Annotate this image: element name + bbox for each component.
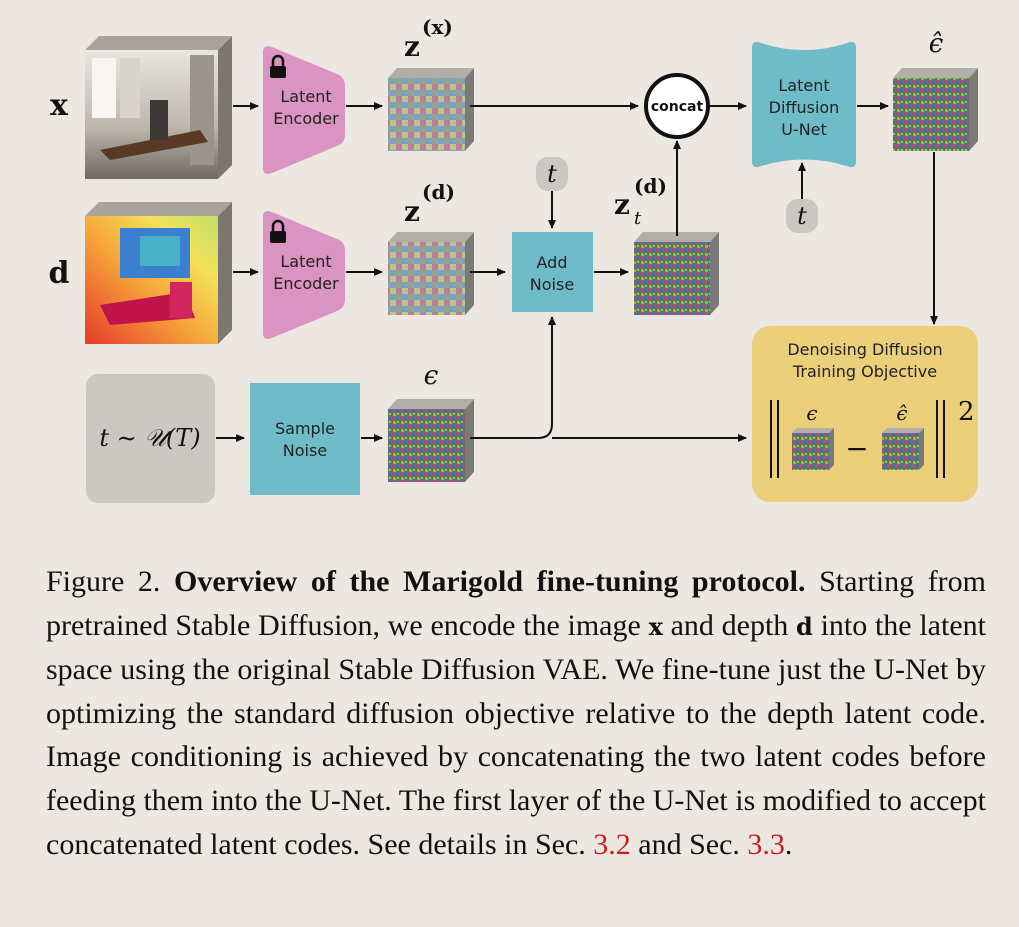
caption-d-symbol: d xyxy=(796,611,813,641)
t-badge-unet: t xyxy=(786,199,818,233)
latent-diffusion-unet: Latent Diffusion U-Net xyxy=(752,41,856,168)
svg-text:(d): (d) xyxy=(634,174,667,198)
caption-title: Overview of the Marigold fine-tuning pro… xyxy=(174,565,806,598)
lock-icon xyxy=(270,219,286,243)
latent-encoder-d: Latent Encoder xyxy=(263,211,345,339)
unet-label-2: Diffusion xyxy=(769,98,840,117)
caption-text-5: . xyxy=(784,827,793,861)
label-zd: z (d) xyxy=(404,180,455,228)
latent-cube-eps xyxy=(388,399,474,482)
svg-text:z: z xyxy=(614,188,630,221)
objective-label-1: Denoising Diffusion xyxy=(787,340,942,359)
latent-cube-zt xyxy=(634,232,719,315)
norm-power: 2 xyxy=(958,397,975,427)
concat-node: concat xyxy=(644,73,710,139)
encoder-x-label-1: Latent xyxy=(280,87,331,106)
figure-caption: Figure 2. Overview of the Marigold fine-… xyxy=(46,560,986,866)
norm-bars-right xyxy=(936,400,945,478)
loss-minus: − xyxy=(845,432,868,465)
sample-noise-label-2: Noise xyxy=(283,441,327,460)
label-zx: z (x) xyxy=(404,15,453,63)
sample-noise-block: Sample Noise xyxy=(250,383,360,495)
diagram: x Latent Encoder z (x) concat La xyxy=(49,15,978,503)
input-depth-d xyxy=(85,202,232,344)
timestep-sampling: t ∼ 𝒰(T) xyxy=(86,374,215,503)
add-noise-block: Add Noise xyxy=(512,232,593,312)
x-symbol: x xyxy=(50,88,69,123)
caption-x-symbol: x xyxy=(648,611,663,641)
svg-text:(d): (d) xyxy=(422,180,455,204)
svg-text:z: z xyxy=(404,30,420,63)
svg-text:t ∼ 𝒰(T): t ∼ 𝒰(T) xyxy=(99,424,200,452)
norm-bars-left xyxy=(770,400,779,478)
loss-eps-cube xyxy=(792,428,834,470)
svg-text:t: t xyxy=(634,208,642,229)
loss-epshat-cube xyxy=(882,428,924,470)
latent-encoder-x: Latent Encoder xyxy=(263,46,345,174)
caption-label: Figure 2. xyxy=(46,565,161,598)
t-badge-addnoise: t xyxy=(536,157,568,191)
latent-cube-eps-hat xyxy=(893,68,978,151)
svg-text:t: t xyxy=(547,160,557,188)
latent-cube-zx xyxy=(388,68,474,151)
lock-icon xyxy=(270,54,286,78)
sample-noise-label-1: Sample xyxy=(275,419,335,438)
loss-eps-label: ϵ xyxy=(806,401,817,425)
label-zt: z (d) t xyxy=(614,174,667,229)
unet-label-3: U-Net xyxy=(781,120,827,139)
input-image-x xyxy=(85,36,232,179)
d-symbol: d xyxy=(49,256,70,291)
latent-cube-zd xyxy=(388,232,474,315)
unet-label-1: Latent xyxy=(778,76,829,95)
label-eps: ϵ xyxy=(424,361,439,391)
caption-text-1: Start­ing from pretrained Stable Diffusi… xyxy=(46,565,987,642)
svg-text:z: z xyxy=(404,195,420,228)
svg-text:concat: concat xyxy=(651,99,704,115)
svg-text:t: t xyxy=(797,202,807,230)
add-noise-label-1: Add xyxy=(537,253,568,272)
encoder-x-label-2: Encoder xyxy=(273,109,339,128)
loss-epshat-label: ϵ̂ xyxy=(896,401,907,425)
label-eps-hat: ϵ̂ xyxy=(929,29,944,59)
add-noise-label-2: Noise xyxy=(530,275,574,294)
caption-ref-3-3[interactable]: 3.3 xyxy=(747,827,785,861)
caption-ref-3-2[interactable]: 3.2 xyxy=(593,827,631,861)
caption-text-4: and Sec. xyxy=(638,827,740,861)
caption-text-3: into the latent space using the original… xyxy=(46,608,986,861)
objective-label-2: Training Objective xyxy=(792,362,937,381)
training-objective: Denoising Diffusion Training Objective 2… xyxy=(752,326,978,502)
arrow-eps-to-addnoise xyxy=(470,316,556,439)
encoder-d-label-1: Latent xyxy=(280,252,331,271)
encoder-d-label-2: Encoder xyxy=(273,274,339,293)
svg-text:(x): (x) xyxy=(422,15,453,39)
caption-text-2: and depth xyxy=(670,608,789,642)
